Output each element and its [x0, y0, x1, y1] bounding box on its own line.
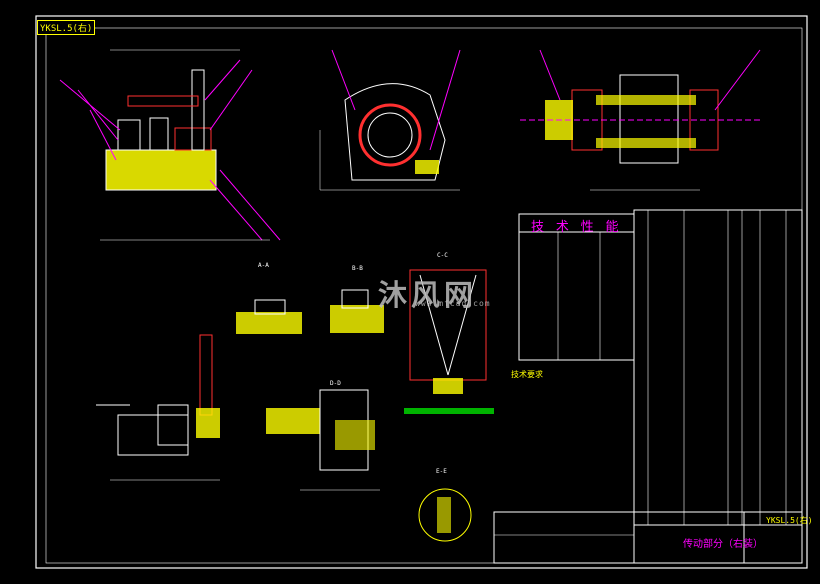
watermark-url: www.mfcad.com — [415, 299, 491, 308]
section-label: B-B — [352, 265, 363, 272]
section-label: A-A — [258, 262, 269, 269]
view-detail-circle — [418, 488, 472, 542]
title-block-name: 传动部分（右装） — [683, 539, 763, 550]
view-detail-lower — [266, 389, 380, 491]
section-label: E-E — [436, 468, 447, 475]
drawing-tag: YKSL.5(右) — [37, 20, 96, 35]
drawing-frame — [35, 15, 808, 569]
parts-list — [633, 209, 803, 526]
view-small-section-b — [330, 289, 384, 333]
view-assembly-front — [59, 49, 281, 241]
view-housing-section — [319, 49, 461, 191]
view-vertical-section — [404, 269, 494, 414]
view-plan-lower — [96, 334, 220, 481]
view-shaft-section — [520, 49, 761, 191]
tech-notes-title: 技术要求 — [511, 370, 543, 379]
title-block — [493, 511, 803, 564]
tech-performance-table — [518, 213, 635, 361]
view-small-section-a — [236, 299, 302, 334]
watermark: 沐风网 — [378, 278, 478, 312]
tech-table-title: 技 术 性 能 — [531, 220, 621, 235]
sheet-code: YKSL.5(右) — [766, 516, 813, 525]
section-label: C-C — [437, 252, 448, 259]
section-label: D-D — [330, 380, 341, 387]
